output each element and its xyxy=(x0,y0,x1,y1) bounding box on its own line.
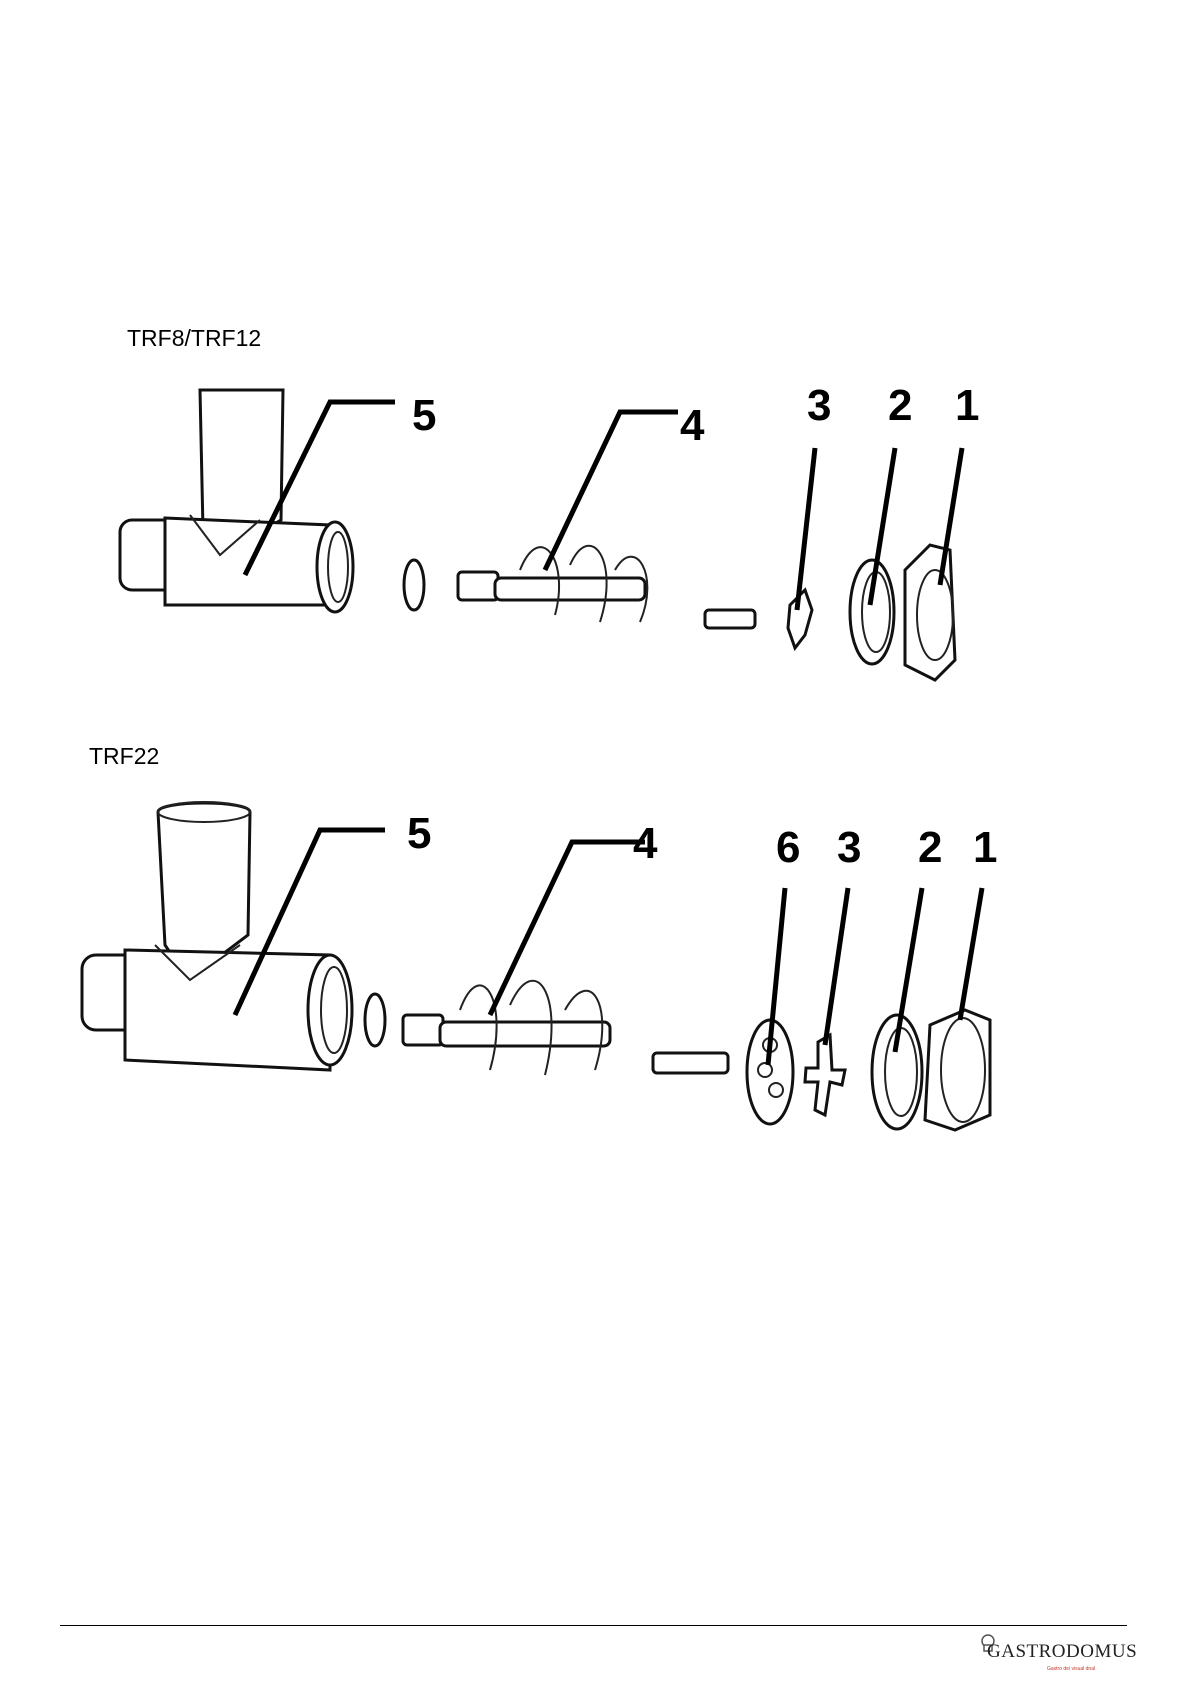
leader-line-3 xyxy=(797,448,815,610)
part-1-ring-nut xyxy=(925,1010,990,1130)
part-number-5: 5 xyxy=(412,391,436,440)
logo-tagline: Gastro dei visual dnal xyxy=(1047,1666,1095,1672)
model-label-trf22: TRF22 xyxy=(89,745,159,768)
footer-divider xyxy=(60,1625,1127,1626)
exploded-diagram-trf22: 5 4 6 3 2 1 xyxy=(0,770,1192,1190)
part-number-4: 4 xyxy=(633,819,658,868)
leader-line-4 xyxy=(490,842,645,1015)
model-label-trf8-trf12: TRF8/TRF12 xyxy=(127,327,261,350)
part-3-blade xyxy=(805,1035,845,1115)
logo-text: GASTRODOMUS xyxy=(987,1641,1137,1663)
seal-ring xyxy=(404,560,424,610)
gastrodomus-logo: GASTRODOMUS Gastro dei visual dnal xyxy=(977,1633,1127,1681)
part-4-auger xyxy=(403,981,610,1075)
exploded-diagram-trf8-trf12: 5 4 3 2 1 xyxy=(0,360,1192,730)
drive-pin xyxy=(653,1053,728,1073)
part-number-3: 3 xyxy=(837,823,861,872)
part-number-3: 3 xyxy=(807,381,831,430)
part-number-2: 2 xyxy=(888,381,912,430)
part-number-6: 6 xyxy=(776,823,800,872)
part-number-4: 4 xyxy=(680,401,705,450)
drive-pin xyxy=(705,610,755,628)
leader-line-1 xyxy=(960,888,982,1020)
part-number-1: 1 xyxy=(955,381,979,430)
seal-ring xyxy=(365,994,385,1046)
leader-line-4 xyxy=(545,412,678,570)
part-number-1: 1 xyxy=(973,823,997,872)
part-number-2: 2 xyxy=(918,823,942,872)
part-2-plate xyxy=(850,560,894,664)
part-1-ring-nut xyxy=(905,545,955,680)
leader-line-3 xyxy=(825,888,848,1045)
part-number-5: 5 xyxy=(407,809,431,858)
part-5-body xyxy=(82,802,352,1070)
